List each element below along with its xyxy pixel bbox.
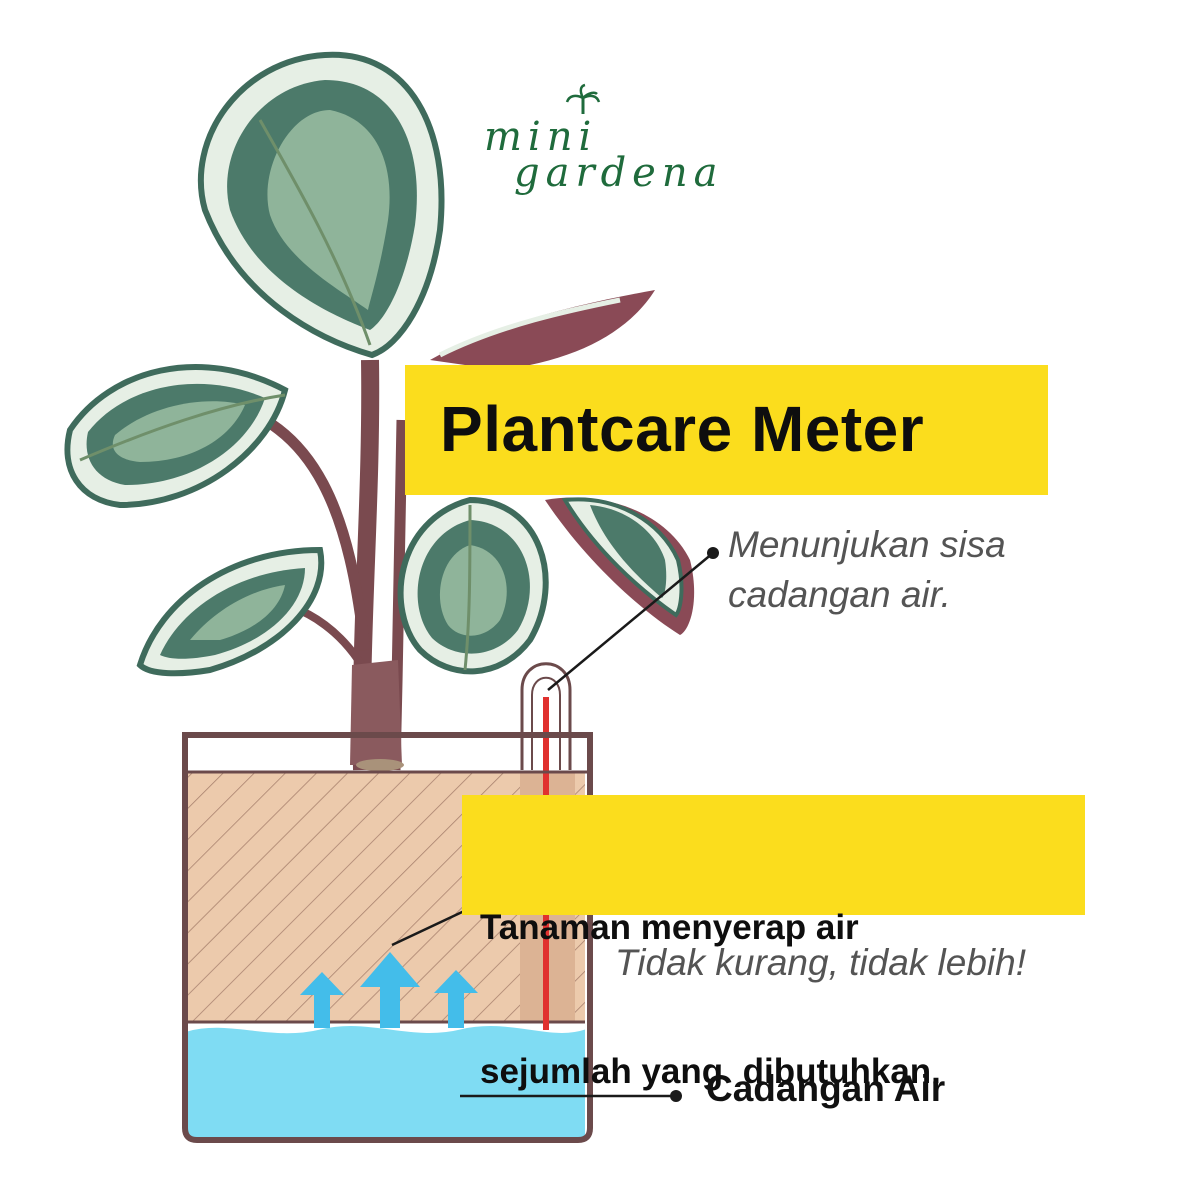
leaf-center [401, 500, 546, 671]
leaf-top [201, 55, 442, 355]
leaf-left [67, 367, 285, 505]
plant-trunk [350, 660, 402, 765]
balance-note: Tidak kurang, tidak lebih! [615, 942, 1026, 984]
brand-logo: mini gardena [484, 92, 734, 232]
leaf-right-lower [545, 498, 694, 636]
leaf-right-upper [430, 290, 655, 370]
meter-note-line1: Menunjukan sisa [728, 520, 1006, 570]
meter-note: Menunjukan sisa cadangan air. [728, 520, 1006, 620]
meter-note-line2: cadangan air. [728, 570, 1006, 620]
page-title: Plantcare Meter [440, 392, 924, 466]
leaf-lower-left [140, 550, 321, 673]
brand-logo-line2: gardena [514, 150, 723, 196]
water-reserve-label: Cadangan Air [706, 1068, 945, 1110]
